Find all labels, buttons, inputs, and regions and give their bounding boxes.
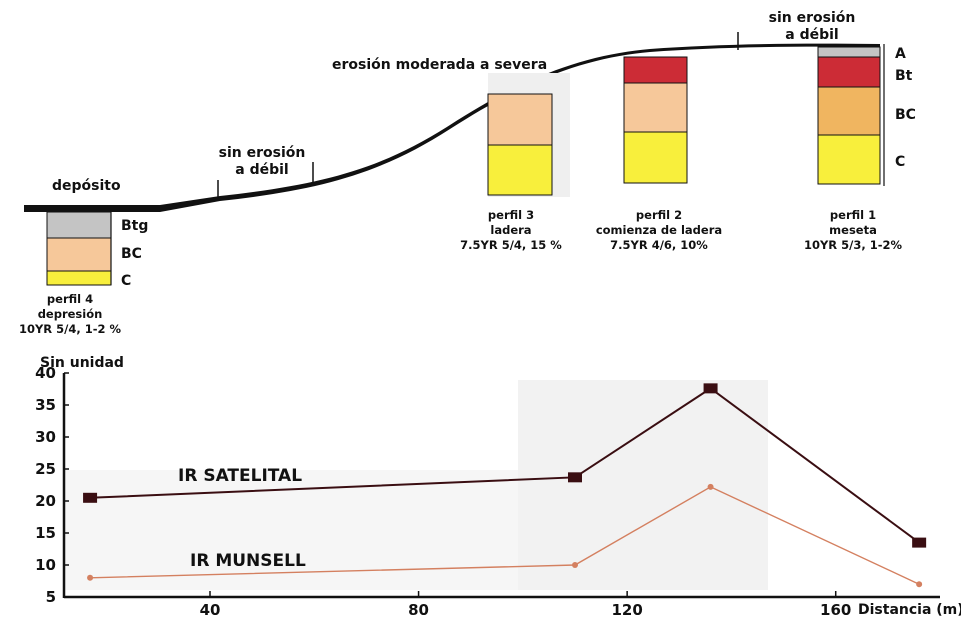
data-point-ir-munsell xyxy=(87,574,94,581)
horizon-bc xyxy=(487,93,553,146)
y-tick-label: 30 xyxy=(35,428,56,446)
series-line-ir-satelital xyxy=(90,387,920,544)
chart-bg-panel xyxy=(518,380,768,590)
profile-caption: perfil 3 xyxy=(488,208,534,222)
x-tick-label: 40 xyxy=(200,601,221,619)
horizon-c xyxy=(487,144,553,196)
x-tick-label: 120 xyxy=(611,601,642,619)
horizon-label: Bt xyxy=(895,68,913,84)
profile-caption: 10YR 5/3, 1-2% xyxy=(804,238,903,252)
x-tick-label: 160 xyxy=(820,601,851,619)
data-point-ir-satelital xyxy=(83,492,98,503)
profile-caption: meseta xyxy=(829,223,877,237)
profile-caption: comienza de ladera xyxy=(596,223,722,237)
soil-profile-4: Btg BC C perfil 4 depresión 10YR 5/4, 1-… xyxy=(19,211,148,336)
profile-caption: perfil 4 xyxy=(47,292,93,306)
data-point-ir-satelital xyxy=(912,537,927,548)
horizon-bc xyxy=(623,82,688,133)
y-tick-label: 40 xyxy=(35,364,56,382)
series-label-ir-satelital: IR SATELITAL xyxy=(178,466,302,486)
y-tick-label: 5 xyxy=(46,588,56,606)
data-point-ir-satelital xyxy=(703,383,718,394)
horizon-a xyxy=(817,46,881,58)
y-tick-label: 35 xyxy=(35,396,56,414)
zone-label-sin-erosion-top: a débil xyxy=(785,27,838,43)
horizon-label: C xyxy=(121,273,131,289)
series-label-ir-munsell: IR MUNSELL xyxy=(190,551,306,571)
data-point-ir-munsell xyxy=(707,483,714,490)
horizon-c xyxy=(46,270,112,286)
data-point-ir-munsell xyxy=(916,581,923,588)
soil-profile-2: perfil 2 comienza de ladera 7.5YR 4/6, 1… xyxy=(596,56,722,252)
horizon-bt xyxy=(817,56,881,88)
series-line-ir-munsell xyxy=(90,486,920,585)
horizon-bc xyxy=(817,86,881,136)
y-tick-label: 15 xyxy=(35,524,56,542)
zone-label-sin-erosion-top: sin erosión xyxy=(769,10,856,26)
profile-caption: 10YR 5/4, 1-2 % xyxy=(19,322,122,336)
horizon-label: BC xyxy=(895,107,916,123)
y-tick-label: 10 xyxy=(35,556,56,574)
horizon-btg xyxy=(46,211,112,239)
horizon-bc xyxy=(46,237,112,272)
zone-label-sin-erosion-low: sin erosión xyxy=(219,145,306,161)
horizon-label: C xyxy=(895,154,905,170)
horizon-label: A xyxy=(895,46,906,62)
profile-caption: 7.5YR 5/4, 15 % xyxy=(460,238,562,252)
zone-label-sin-erosion-low: a débil xyxy=(235,162,288,178)
profile-caption: ladera xyxy=(490,223,531,237)
horizon-c xyxy=(817,134,881,185)
profile-caption: depresión xyxy=(38,307,103,321)
zone-label-erosion-moderada: erosión moderada a severa xyxy=(332,57,547,73)
y-axis-title: Sin unidad xyxy=(40,355,124,371)
x-tick-label: 80 xyxy=(408,601,429,619)
y-tick-label: 20 xyxy=(35,492,56,510)
soil-profile-3: perfil 3 ladera 7.5YR 5/4, 15 % xyxy=(460,73,570,252)
x-axis-title: Distancia (m) xyxy=(858,602,961,618)
horizon-label: Btg xyxy=(121,218,148,234)
zone-label-deposito: depósito xyxy=(52,178,121,194)
ir-chart: Sin unidad Distancia (m) IR SATELITAL IR… xyxy=(35,355,961,619)
profile-caption: perfil 1 xyxy=(830,208,876,222)
horizon-bt xyxy=(623,56,688,84)
horizon-label: BC xyxy=(121,246,142,262)
data-point-ir-satelital xyxy=(568,472,582,483)
horizon-c xyxy=(623,131,688,184)
data-point-ir-munsell xyxy=(572,562,578,568)
soil-profile-1: A Bt BC C perfil 1 meseta 10YR 5/3, 1-2% xyxy=(804,44,916,252)
y-tick-label: 25 xyxy=(35,460,56,478)
profile-caption: 7.5YR 4/6, 10% xyxy=(610,238,708,252)
profile-caption: perfil 2 xyxy=(636,208,682,222)
